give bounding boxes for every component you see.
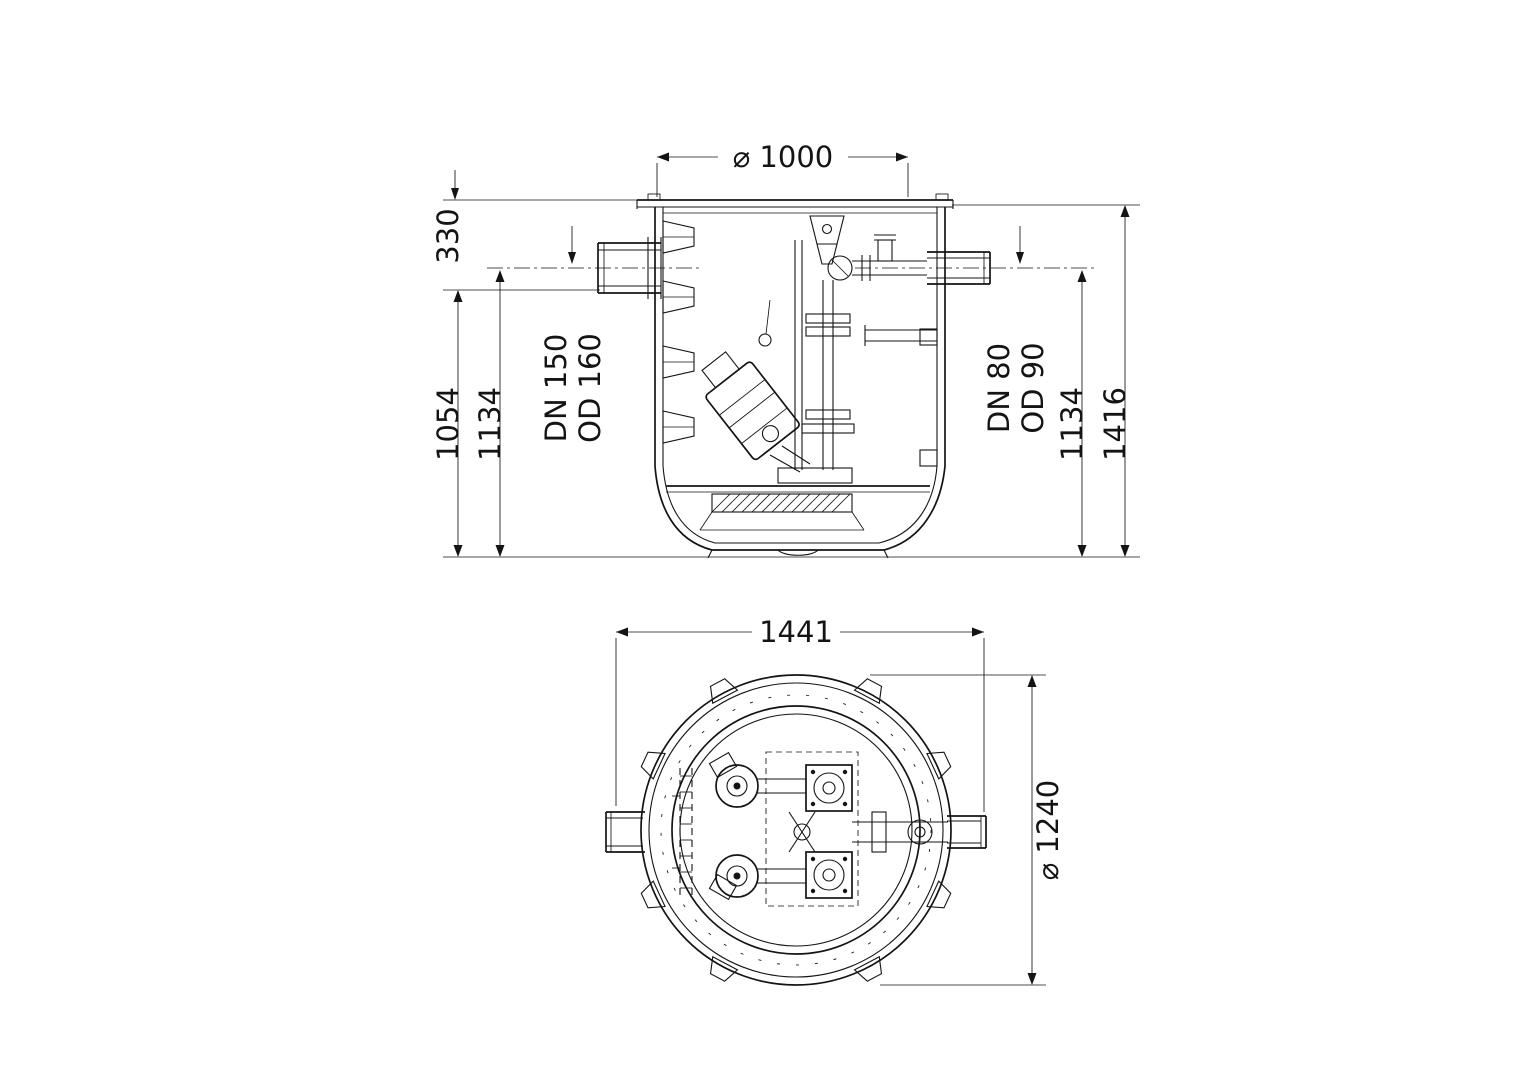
plan-discharge-manifold [757, 751, 948, 907]
ladder [672, 768, 693, 896]
dim-330: 330 [431, 170, 650, 264]
pump-assembly [701, 215, 937, 484]
dim-label-diameter-1000: ⌀ 1000 [733, 140, 833, 174]
tank-bottom [654, 465, 946, 559]
plan-pump-1 [708, 751, 759, 808]
label-outlet-dn: DN 80 [982, 343, 1016, 433]
dim-label-1134-right: 1134 [1055, 387, 1089, 461]
plan-inlet-stub [605, 811, 645, 853]
dim-label-1054: 1054 [431, 387, 465, 461]
plan-outlet-stub [947, 815, 987, 849]
dim-1441: 1441 [615, 615, 985, 812]
flange-lugs [640, 678, 952, 982]
label-inlet-dn: DN 150 [539, 334, 573, 443]
label-outlet-od: OD 90 [1016, 342, 1050, 433]
dim-1416: 1416 [952, 204, 1140, 557]
dimensions-section: ⌀ 1000 330 1054 [431, 140, 1140, 558]
section-view: ⌀ 1000 330 1054 [431, 140, 1140, 559]
dim-label-1416: 1416 [1098, 387, 1132, 461]
platform-grate [666, 485, 930, 531]
dim-label-1441: 1441 [759, 615, 833, 649]
plan-pump-2 [708, 854, 759, 901]
dim-1134-right: 1134 [1055, 270, 1089, 557]
dim-label-330: 330 [431, 208, 465, 263]
dim-diameter-1000: ⌀ 1000 [656, 140, 909, 197]
dim-label-1134-left: 1134 [473, 387, 507, 461]
dim-diameter-1240: ⌀ 1240 [870, 674, 1065, 986]
wall-brackets [662, 220, 938, 467]
label-inlet-od: OD 160 [573, 333, 607, 443]
chamber-rings [640, 674, 952, 986]
dimensions-plan: 1441 ⌀ 1240 [615, 615, 1065, 986]
dim-1134-left: 1134 [473, 270, 507, 557]
dim-label-diameter-1240: ⌀ 1240 [1031, 780, 1065, 880]
tank-walls [654, 207, 946, 466]
outlet-size-labels: DN 80 OD 90 [982, 226, 1050, 434]
tank-lid [636, 193, 954, 214]
dim-1054: 1054 [431, 289, 600, 557]
plan-view: 1441 ⌀ 1240 [605, 615, 1065, 986]
inlet-size-labels: DN 150 OD 160 [539, 333, 607, 443]
